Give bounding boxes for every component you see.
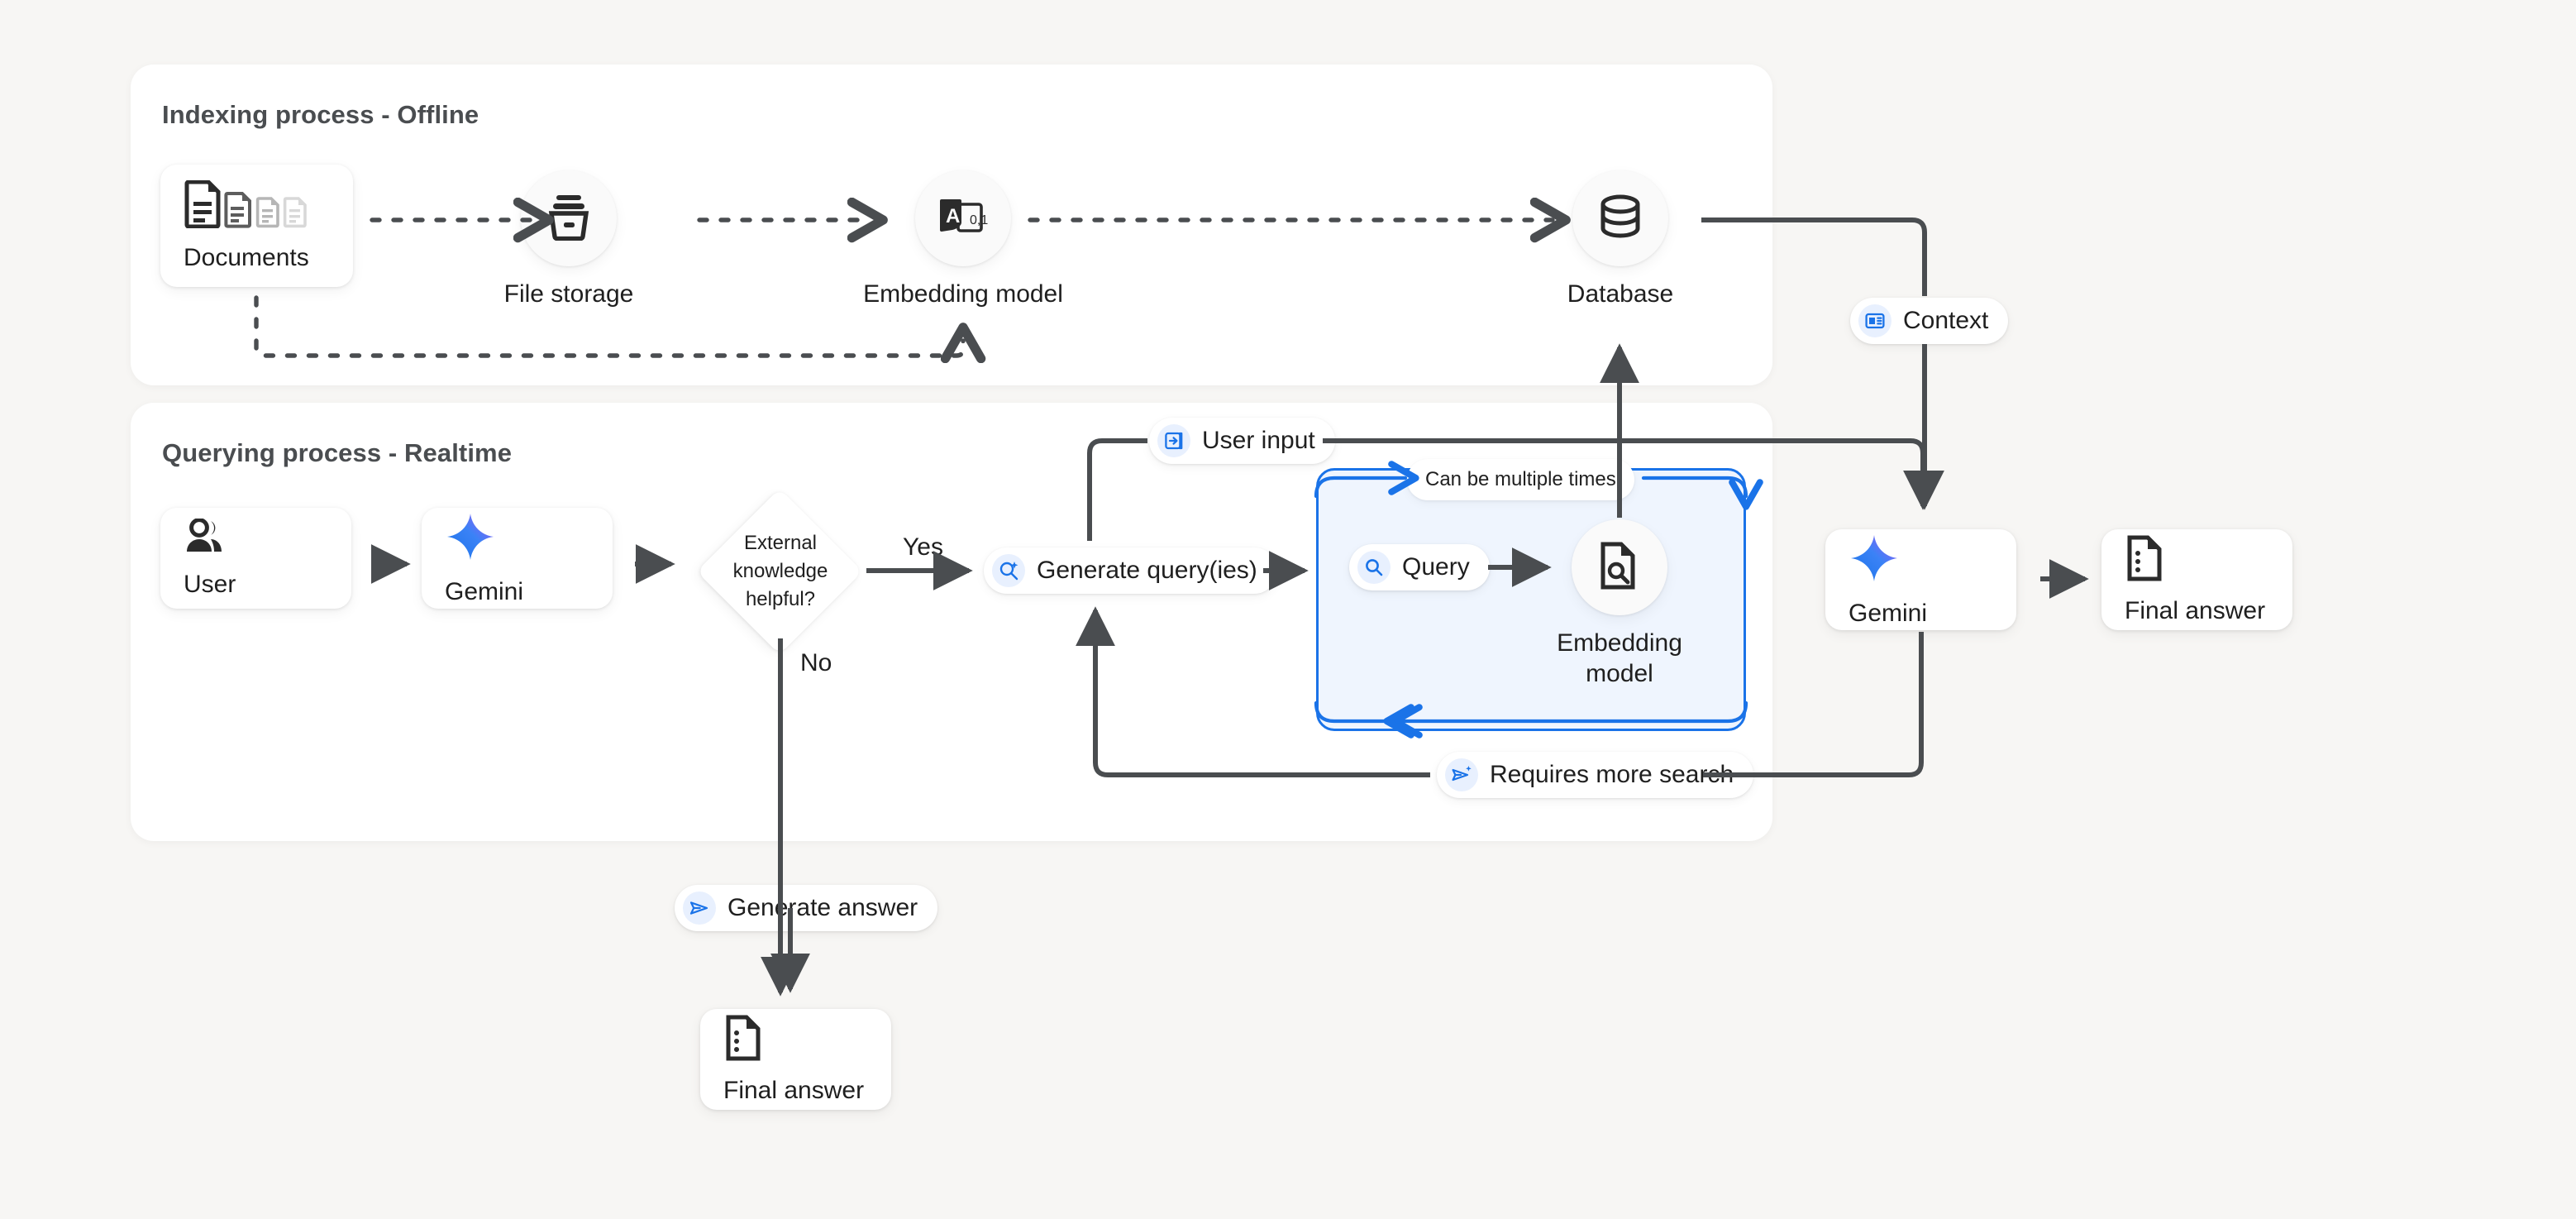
pill-context[interactable]: Context (1850, 298, 2009, 344)
node-user[interactable]: User (160, 508, 351, 609)
node-file-storage-label: File storage (503, 280, 634, 308)
loop-label-text: Can be multiple times (1425, 468, 1616, 490)
pill-generate-queries-label: Generate query(ies) (1037, 557, 1257, 584)
pill-context-label: Context (1903, 307, 1989, 334)
node-documents-label: Documents (184, 243, 309, 271)
pill-can-be-multiple-times: Can be multiple times (1407, 459, 1634, 500)
pill-user-input[interactable]: User input (1149, 418, 1335, 464)
svg-text:0,1: 0,1 (970, 213, 988, 227)
documents-icon (184, 179, 353, 232)
node-final-answer-bottom-label: Final answer (723, 1076, 865, 1104)
node-gemini-final[interactable]: Gemini (1825, 529, 2016, 630)
gemini-sparkle-icon (445, 511, 613, 566)
node-embedding-model-label: Embedding model (863, 280, 1063, 308)
pill-requires-more-search[interactable]: Requires more search (1437, 752, 1754, 798)
node-gemini-left-label: Gemini (445, 577, 524, 605)
pill-generate-queries[interactable]: Generate query(ies) (984, 547, 1277, 594)
decision-label: External knowledge helpful? (732, 532, 828, 611)
panel-indexing-title: Indexing process - Offline (162, 100, 479, 129)
node-documents[interactable]: Documents (160, 165, 353, 287)
gemini-sparkle-icon (1849, 533, 2016, 588)
edge-label-no: No (800, 649, 832, 676)
pill-user-input-label: User input (1202, 427, 1315, 454)
users-icon (184, 517, 351, 559)
node-final-answer-bottom[interactable]: Final answer (700, 1009, 891, 1110)
node-retrieval-embedding-label: Embedding model (1557, 629, 1682, 687)
search-sparkle-icon (992, 554, 1025, 587)
svg-text:A: A (946, 205, 960, 227)
search-icon (1357, 551, 1391, 584)
send-sparkle-icon (1445, 758, 1478, 791)
answer-document-icon (723, 1015, 891, 1065)
context-panel-icon (1858, 304, 1891, 337)
answer-document-icon (2125, 535, 2292, 586)
pill-requires-more-search-label: Requires more search (1490, 761, 1734, 788)
retrieval-loop-box (1316, 468, 1746, 731)
database-icon (1596, 194, 1644, 244)
send-icon (683, 892, 716, 925)
text-to-vector-icon: 0,1 A (938, 193, 988, 245)
pill-generate-answer-label: Generate answer (727, 894, 918, 921)
node-final-answer-right-label: Final answer (2125, 596, 2266, 624)
pill-generate-answer[interactable]: Generate answer (675, 885, 938, 931)
pill-query-label: Query (1402, 553, 1470, 581)
node-retrieval-embedding-model[interactable]: Embedding model (1557, 519, 1682, 689)
node-final-answer-right[interactable]: Final answer (2101, 529, 2292, 630)
node-gemini-final-label: Gemini (1849, 599, 1928, 627)
pill-query[interactable]: Query (1349, 544, 1490, 590)
node-database-label: Database (1567, 280, 1674, 308)
archive-box-icon (546, 193, 592, 245)
input-arrow-icon (1157, 424, 1190, 457)
node-embedding-model[interactable]: 0,1 A Embedding model (863, 170, 1063, 310)
edge-label-yes: Yes (903, 533, 943, 561)
document-search-icon (1598, 542, 1641, 594)
node-database[interactable]: Database (1567, 170, 1673, 310)
node-user-label: User (184, 570, 236, 598)
panel-querying-title: Querying process - Realtime (162, 438, 513, 467)
node-file-storage[interactable]: File storage (504, 170, 633, 310)
node-gemini-left[interactable]: Gemini (422, 508, 613, 609)
node-decision-external-knowledge[interactable]: External knowledge helpful? (696, 488, 863, 655)
